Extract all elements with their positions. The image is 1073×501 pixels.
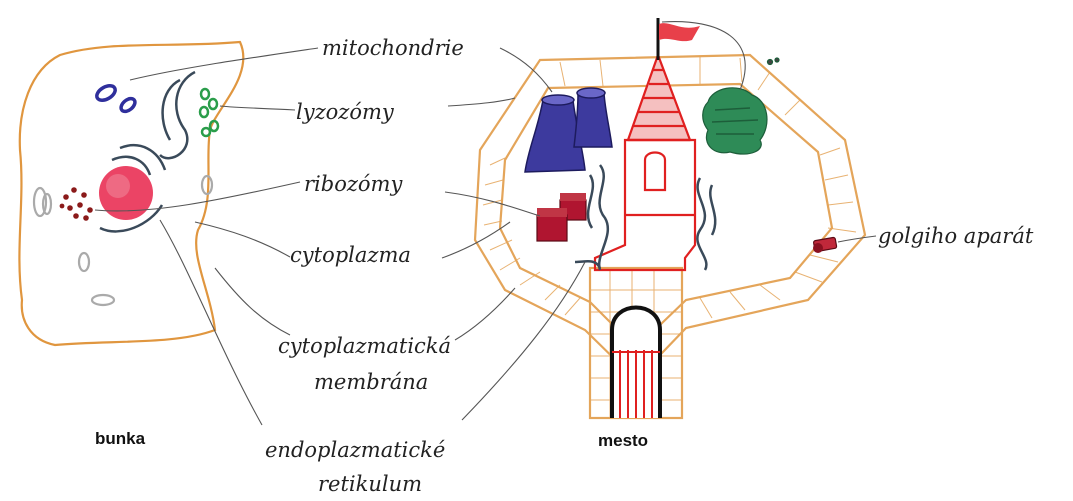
caption-city: mesto (598, 432, 648, 449)
caption-cell: bunka (95, 430, 145, 447)
leader-lysosome-cell (220, 106, 295, 110)
city-factories (525, 88, 612, 172)
label-golgi: golgiho aparát (878, 226, 1033, 247)
label-mitochondria: mitochondrie (322, 38, 464, 59)
leader-membrane-cell (215, 268, 290, 335)
leader-ribosome-city (445, 192, 540, 216)
leader-lysosome-city (448, 98, 515, 106)
label-ribosomes: ribozómy (304, 174, 402, 195)
cell-drawing (19, 42, 243, 345)
leader-lines (95, 22, 876, 425)
leader-membrane-city (455, 288, 515, 340)
leader-mitochondria-cell (130, 48, 318, 80)
label-er-line1: endoplazmatické (265, 440, 445, 461)
city-gate (590, 268, 682, 418)
leader-cytoplasm-cell (195, 222, 290, 257)
label-cytoplasm: cytoplazma (290, 245, 411, 266)
leader-golgi (838, 236, 876, 242)
label-membrane-line1: cytoplazmatická (278, 336, 451, 357)
cell-mitochondria (94, 83, 137, 114)
leader-er-city (462, 262, 585, 420)
label-membrane-line2: membrána (314, 372, 428, 393)
city-flag (658, 18, 700, 60)
label-er-line2: retikulum (318, 474, 422, 495)
city-drawing (475, 18, 865, 418)
city-golgi (813, 237, 837, 253)
city-houses (537, 193, 586, 241)
leader-mitochondria-city (500, 48, 552, 92)
cell-lysosomes (200, 89, 218, 136)
cell-ribosomes (60, 187, 93, 221)
label-lysosomes: lyzozómy (296, 102, 394, 123)
leader-er-cell (160, 220, 262, 425)
